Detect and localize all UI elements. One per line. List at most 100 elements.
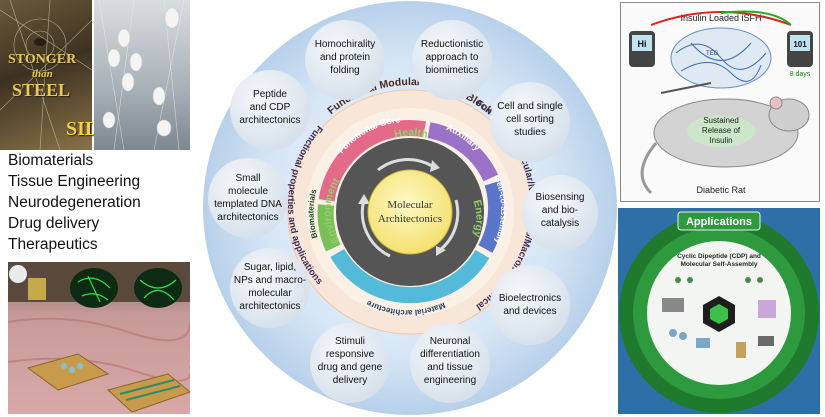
- label-energy: Energy: [471, 199, 486, 239]
- silk-text-stronger: STONGER: [8, 52, 77, 67]
- glucometer-left-reading: Hi: [638, 39, 647, 49]
- bubble-text: Peptide: [253, 89, 287, 100]
- rat-caption: Diabetic Rat: [696, 185, 746, 195]
- bubble-text: NPs and macro-: [234, 275, 306, 286]
- bubble-text: studies: [514, 127, 546, 138]
- application-keywords: Biomaterials Tissue Engineering Neurodeg…: [8, 150, 190, 262]
- molecular-architectonics-diagram: Functional Modular building Block Functi…: [203, 1, 617, 415]
- bubble-text: Bioelectronics: [499, 293, 561, 304]
- bubble-bioelectronics: Bioelectronics and devices: [490, 265, 570, 345]
- rat-tail: [640, 142, 658, 195]
- tissue-graphic: [8, 262, 190, 413]
- nanostructure-icons: [669, 329, 774, 358]
- bubble-text: drug and gene: [318, 362, 383, 373]
- cycle-arrows: [358, 158, 460, 258]
- bubble-stimuli: Stimuli responsive drug and gene deliver…: [310, 323, 390, 403]
- rat-illustration: Insulin Loaded iSFH Hi 101 8 days TEG Su…: [629, 10, 813, 195]
- bubble-text: responsive: [326, 349, 375, 360]
- release-line-3: Insulin: [709, 136, 732, 145]
- cdp-hexagon-inner: [710, 304, 728, 324]
- device-icon: [662, 298, 684, 312]
- scaffold-2: [106, 373, 190, 413]
- dropper-icon: [9, 265, 27, 283]
- molecule-icons: [675, 277, 763, 283]
- bubble-text: molecular: [248, 288, 292, 299]
- bubble-cell-sorting: Cell and single cell sorting studies: [490, 82, 570, 162]
- core-title-line-2: Architectonics: [378, 213, 442, 225]
- release-line-1: Sustained: [703, 116, 739, 125]
- bubble-text: Biosensing: [536, 192, 585, 203]
- bubble-text: differentiation: [420, 349, 480, 360]
- cdp-title-line-1: Cyclic Dipeptide (CDP) and: [677, 253, 761, 260]
- silk-text-than: than: [32, 68, 53, 80]
- bubble-homochirality: Homochirality and protein folding: [305, 20, 385, 100]
- applications-panel: Applications Cyclic Dipeptide (CDP) and …: [618, 208, 820, 414]
- vial-icon: [28, 278, 46, 300]
- keyword-neurodegeneration: Neurodegeneration: [8, 194, 141, 211]
- bubble-text: engineering: [424, 375, 476, 386]
- application-bubbles: Homochirality and protein folding Reduct…: [208, 20, 598, 403]
- bubble-text: delivery: [333, 375, 367, 386]
- bubble-reductionistic: Reductionistic approach to biomimetics: [412, 20, 492, 100]
- syringe-icon: [660, 82, 712, 94]
- arc-arrow-green: [720, 10, 792, 26]
- segment-material-architecture: [330, 248, 490, 304]
- helix-icon: [758, 300, 776, 318]
- teg-tag: TEG: [706, 51, 719, 57]
- tissue-engineering-illustration: [8, 262, 190, 414]
- applications-graphic: Applications Cyclic Dipeptide (CDP) and …: [619, 211, 819, 413]
- cdp-title-line-2: Molecular Self-Assembly: [681, 261, 758, 268]
- glucometer-right-reading: 101: [793, 40, 807, 49]
- bubble-text: and CDP: [250, 102, 291, 113]
- keyword-tissue-engineering: Tissue Engineering: [8, 173, 141, 190]
- bubble-text: folding: [330, 65, 359, 76]
- segment-biomaterials: [317, 204, 341, 252]
- bubble-text: architectonics: [239, 115, 300, 126]
- bubble-sugar-lipid: Sugar, lipid, NPs and macro- molecular a…: [230, 248, 310, 328]
- bubble-text: architectonics: [239, 301, 300, 312]
- silk-text-steel: STEEL: [12, 80, 71, 100]
- bubble-text: approach to: [426, 52, 479, 63]
- release-line-2: Release of: [702, 126, 741, 135]
- segment-functional-core: [318, 119, 427, 202]
- bubble-text: and bio-: [542, 205, 578, 216]
- bubble-text: templated DNA: [214, 199, 282, 210]
- insulin-title: Insulin Loaded iSFH: [680, 13, 761, 23]
- bubble-text: and tissue: [427, 362, 473, 373]
- core-circle: [367, 169, 453, 255]
- bubble-text: molecule: [228, 186, 268, 197]
- keyword-therapeutics: Therapeutics: [8, 236, 98, 253]
- bubble-text: Sugar, lipid,: [244, 262, 296, 273]
- day-label: 8 days: [790, 71, 811, 78]
- bubble-biosensing: Biosensing and bio- catalysis: [522, 175, 598, 251]
- release-zone: [687, 115, 755, 147]
- segment-auxiliary: [427, 122, 499, 182]
- bubble-small-molecule: Small molecule templated DNA architecton…: [208, 158, 288, 238]
- bubble-peptide: Peptide and CDP architectonics: [230, 70, 310, 150]
- bubble-text: and devices: [503, 306, 556, 317]
- bubble-text: architectonics: [217, 212, 278, 223]
- segment-self-assembly: [478, 180, 505, 253]
- silk-photo-panel: STONGER than STEEL SILK: [0, 0, 190, 150]
- bubble-text: Reductionistic: [421, 39, 483, 50]
- cocoons-graphic: [98, 0, 185, 150]
- label-biomaterials: Biomaterials: [307, 188, 320, 240]
- diabetic-rat-panel: Insulin Loaded iSFH Hi 101 8 days TEG Su…: [620, 2, 820, 202]
- bubble-text: Stimuli: [335, 336, 365, 347]
- bubble-text: cell sorting: [506, 114, 554, 125]
- spider-icon: [34, 38, 46, 46]
- scaffold-1: [26, 353, 110, 391]
- bubble-text: Neuronal: [430, 336, 471, 347]
- spider-web-photo: STONGER than STEEL SILK: [0, 0, 114, 150]
- bubble-text: Cell and single: [497, 101, 563, 112]
- bubble-text: Small: [235, 173, 260, 184]
- bubble-text: Homochirality: [315, 39, 376, 50]
- spider-web-graphic: [0, 0, 93, 150]
- bubble-text: catalysis: [541, 218, 579, 229]
- bubble-text: biomimetics: [426, 65, 479, 76]
- bubble-text: and protein: [320, 52, 370, 63]
- applications-title: Applications: [686, 216, 752, 228]
- keyword-drug-delivery: Drug delivery: [8, 215, 100, 232]
- keyword-biomaterials: Biomaterials: [8, 152, 94, 169]
- applications-title-box: [677, 211, 761, 231]
